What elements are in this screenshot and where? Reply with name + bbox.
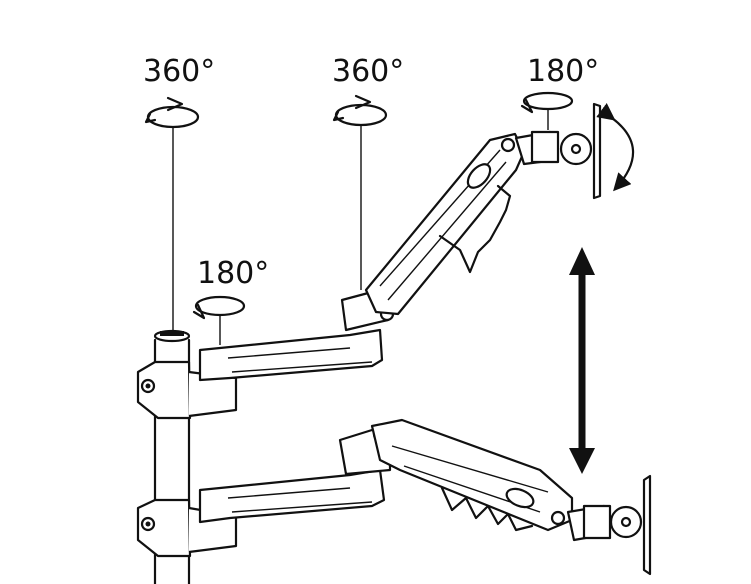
lower-gas-spring-arm (370, 418, 574, 532)
head-swivel-label: 180° (527, 54, 599, 89)
arm-swivel-label: 180° (197, 256, 269, 291)
upper-vesa-head (514, 102, 602, 200)
double-arrow-icon (569, 247, 595, 474)
rotation-arrow-icon (192, 295, 246, 320)
rotation-arrow-icon (332, 94, 388, 127)
rotation-arrow-icon (520, 91, 574, 114)
tilt-arrow-icon (596, 103, 635, 192)
upper-lower-arm (198, 328, 384, 382)
lower-vesa-head (566, 474, 652, 576)
base-rotation-label: 360° (143, 54, 215, 89)
lower-lower-arm (198, 468, 386, 524)
upper-gas-spring-arm (364, 132, 526, 316)
elbow-rotation-label: 360° (332, 54, 404, 89)
rotation-arrow-icon (144, 96, 200, 129)
